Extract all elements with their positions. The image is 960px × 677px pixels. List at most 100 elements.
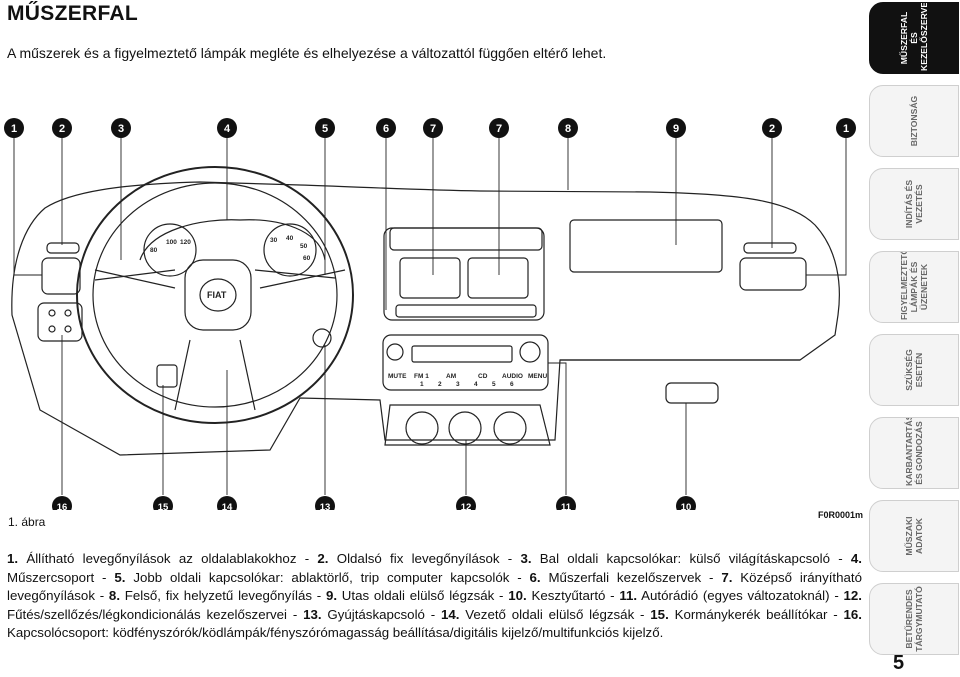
legend-text-16: Kapcsolócsoport: ködfényszórók/ködlámpák… [7,625,664,641]
legend-num-9: 9. [325,588,338,604]
legend-num-10: 10. [508,588,527,604]
radio-preset-3: 3 [456,381,460,388]
legend-text-9: Utas oldali elülső légzsák - [337,588,509,604]
side-tab-index[interactable]: BETŰRENDES TÁRGYMUTATÓ [869,583,959,655]
center-stack [383,227,545,321]
adjust-lever [156,364,178,388]
legend-paragraph: 1. Állítható levegőnyílások az oldalabla… [7,550,862,643]
legend-num-5: 5. [114,569,126,585]
tacho-tick-50: 50 [300,243,308,250]
radio-label-audio: AUDIO [502,373,523,380]
steering-hub [184,259,252,331]
figure-code: F0R0001m [818,510,864,520]
side-tab-label: MŰSZAKI ADATOK [904,516,924,556]
legend-text-2: Oldalsó fix levegőnyílások - [328,551,521,566]
fiat-logo-ring [199,278,237,312]
side-tab-emergency[interactable]: SZÜKSÉG ESETÉN [869,334,959,406]
side-tab-label: BETŰRENDES TÁRGYMUTATÓ [904,586,924,652]
speedo-tick-80: 80 [150,247,158,254]
tacho-tick-40: 40 [286,235,294,242]
climate-controls [384,404,551,446]
callout-bottom-10: 10 [681,502,692,510]
radio-label-fm1: FM 1 [414,373,429,380]
ignition-switch [312,328,332,348]
legend-num-11: 11. [619,588,638,604]
legend-num-2: 2. [317,551,329,566]
side-tab-label: INDÍTÁS ÉS VEZETÉS [904,179,924,229]
side-tab-label: SZÜKSÉG ESETÉN [904,349,924,391]
fiat-logo: FIAT [207,290,227,300]
callout-top-4: 4 [224,123,231,135]
speedo-tick-120: 120 [180,239,191,246]
legend-text-14: Vezető oldali elülső légzsák - [459,606,651,622]
left-upper-vent [46,242,80,254]
legend-text-15: Kormánykerék beállítókar - [668,606,844,622]
side-tab-label: FIGYELMEZTETŐ LÁMPÁK ÉS ÜZENETEK [899,251,929,320]
right-stalk [259,269,346,289]
callout-top-2: 2 [59,123,65,135]
left-side-vent [41,257,81,295]
callout-top-7b: 7 [496,123,502,135]
callout-top-1: 1 [11,123,17,135]
legend-text-1: Állítható levegőnyílások az oldalablakok… [18,551,318,566]
radio-preset-5: 5 [492,381,496,388]
legend-text-4: Műszercsoport - [7,569,115,585]
legend-text-3: Bal oldali kapcsolókar: külső világításk… [531,551,851,566]
side-tab-safety[interactable]: BIZTONSÁG [869,85,959,157]
steering-wheel [76,166,354,424]
callout-top-9: 9 [673,123,679,135]
side-tab-starting-driving[interactable]: INDÍTÁS ÉS VEZETÉS [869,168,959,240]
page-number: 5 [893,652,905,674]
legend-text-13: Gyújtáskapcsoló - [321,606,441,622]
page-subtitle: A műszerek és a figyelmeztető lámpák meg… [7,45,607,61]
side-tab-warning-lights[interactable]: FIGYELMEZTETŐ LÁMPÁK ÉS ÜZENETEK [869,251,959,323]
callout-bottom-12: 12 [461,502,472,510]
radio-label-cd: CD [478,373,488,380]
radio-preset-6: 6 [510,381,514,388]
legend-num-13: 13. [303,606,322,622]
legend-text-7: Középső irányítható levegőnyílások - [7,569,862,604]
radio-preset-1: 1 [420,381,424,388]
left-control-panel [37,302,83,342]
legend-num-7: 7. [721,569,733,585]
callout-top-5: 5 [322,123,328,135]
tacho-tick-60: 60 [303,255,311,262]
legend-text-8: Felső, fix helyzetű levegőnyílás - [120,588,326,604]
radio-label-am: AM [446,373,456,380]
legend-num-15: 15. [650,606,669,622]
dashboard-outline [11,181,840,456]
callout-bottom-11: 11 [561,502,572,510]
callout-top-7a: 7 [430,123,436,135]
side-tab-instrument-panel[interactable]: MŰSZERFAL ÉS KEZELŐSZERVEK [869,2,959,74]
legend-text-5: Jobb oldali kapcsolókar: ablaktörlő, tri… [125,569,530,585]
car-radio [382,334,549,391]
side-tab-label: MŰSZERFAL ÉS KEZELŐSZERVEK [899,2,929,71]
callout-top-3: 3 [118,123,124,135]
callout-bottom-15: 15 [158,502,169,510]
callout-bottom-14: 14 [222,502,233,510]
legend-num-14: 14. [440,606,460,622]
side-tab-label: KARBANTARTÁS ÉS GONDOZÁS [904,417,924,486]
page-title: MŰSZERFAL [7,2,139,25]
legend-text-10: Kesztyűtartó - [526,588,620,604]
callout-bottom-16: 16 [57,502,68,510]
right-upper-vent [743,242,797,254]
radio-preset-2: 2 [438,381,442,388]
legend-num-16: 16. [843,606,863,622]
side-tab-maintenance[interactable]: KARBANTARTÁS ÉS GONDOZÁS [869,417,959,489]
upper-center-vent [389,227,543,251]
legend-text-11: Autórádió (egyes változatoknál) - [637,588,844,604]
right-side-vent [739,257,807,291]
callout-top-8: 8 [565,123,571,135]
callout-top-6: 6 [383,123,389,135]
legend-text-6: Műszerfali kezelőszervek - [540,569,722,585]
side-tab-technical-data[interactable]: MŰSZAKI ADATOK [869,500,959,572]
dashboard-illustration: MUTE FM 1 AM CD AUDIO MENU 1 2 3 4 5 6 8… [4,118,856,510]
glove-box-handle [665,382,719,404]
speedo-tick-100: 100 [166,239,177,246]
side-tab-label: BIZTONSÁG [909,95,919,147]
radio-label-mute: MUTE [388,373,407,380]
legend-num-4: 4. [850,551,862,566]
radio-label-menu: MENU [528,373,547,380]
legend-num-3: 3. [520,551,532,566]
